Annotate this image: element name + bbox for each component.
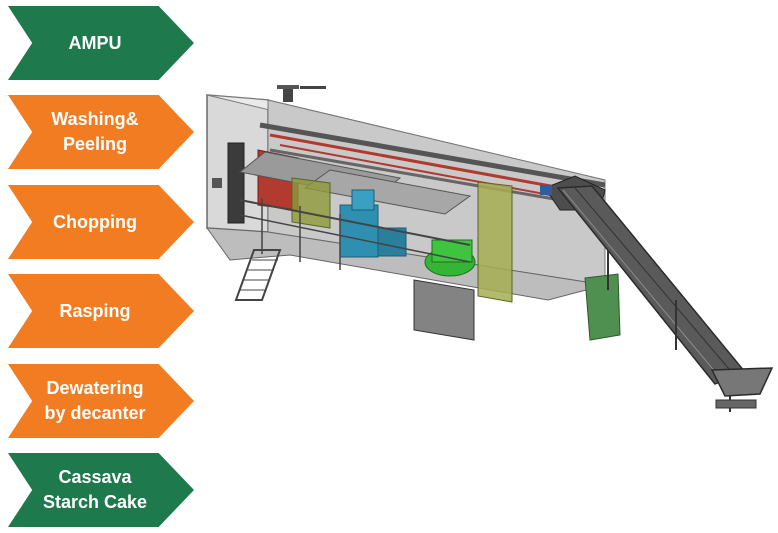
step-washing-peeling-label: Washing& Peeling: [51, 109, 139, 154]
step-chopping-label: Chopping: [53, 211, 137, 232]
step-rasping: Rasping: [8, 274, 194, 348]
step-cassava-starch-cake: Cassava Starch Cake: [8, 453, 194, 527]
step-dewatering-label: Dewatering by decanter: [44, 378, 146, 423]
step-dewatering: Dewatering by decanter: [8, 364, 194, 438]
process-steps: AMPU Washing& Peeling Chopping Rasping D…: [0, 0, 200, 533]
step-rasping-label: Rasping: [59, 300, 131, 321]
ampu-machine-illustration: [205, 85, 774, 412]
step-cassava-starch-cake-label: Cassava Starch Cake: [42, 467, 148, 512]
step-washing-peeling: Washing& Peeling: [8, 95, 194, 169]
step-ampu-label: AMPU: [68, 32, 122, 53]
step-ampu: AMPU: [8, 6, 194, 80]
step-chopping: Chopping: [8, 185, 194, 259]
